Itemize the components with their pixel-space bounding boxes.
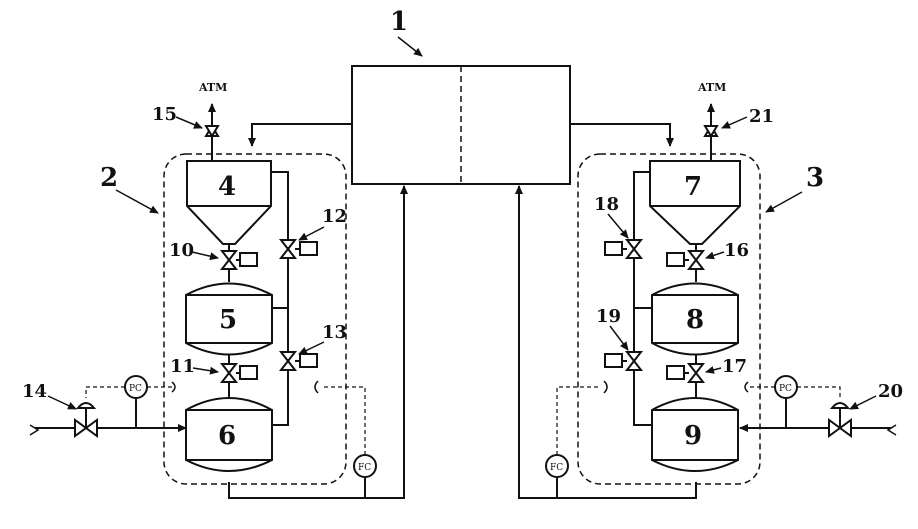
actuator-13 [300,354,317,367]
label-1: 1 [390,7,408,37]
atm-right: ATM [697,81,726,94]
label-8: 8 [686,305,704,335]
atm-left: ATM [198,81,227,94]
label-13: 13 [322,322,347,343]
label-4: 4 [218,172,236,202]
label-14: 14 [22,381,47,402]
feed-line-left [252,124,352,146]
actuator-12 [300,242,317,255]
valve-17 [689,364,703,382]
bypass-line-right [634,172,652,425]
svg-text:FC: FC [550,463,563,473]
feed-line-right [570,124,670,146]
valve-18 [627,240,641,258]
valve-13 [281,352,295,370]
leader-3 [766,192,802,212]
svg-text:PC: PC [779,384,792,394]
actuator-16 [667,253,684,266]
actuator-18 [605,242,622,255]
actuator-14 [78,403,94,408]
label-15: 15 [152,104,177,125]
label-3: 3 [806,163,824,193]
label-12: 12 [322,206,347,227]
svg-text:FC: FC [358,463,371,473]
label-20: 20 [878,381,903,402]
central-unit [352,66,570,184]
actuator-19 [605,354,622,367]
leader-2 [116,190,158,213]
label-6: 6 [218,421,236,451]
label-9: 9 [684,421,702,451]
bypass-line-left [271,172,288,425]
leader-1 [398,37,422,56]
valve-12 [281,240,295,258]
label-2: 2 [100,163,118,193]
label-10: 10 [169,240,194,261]
actuator-20 [832,403,848,408]
valve-16 [689,251,703,269]
valve-10 [222,251,236,269]
actuator-17 [667,366,684,379]
label-19: 19 [596,306,621,327]
label-17: 17 [722,356,747,377]
valve-11 [222,364,236,382]
label-11: 11 [170,356,195,377]
actuator-10 [240,253,257,266]
svg-text:PC: PC [129,384,142,394]
label-18: 18 [594,194,619,215]
valve-19 [627,352,641,370]
label-21: 21 [749,106,774,127]
label-5: 5 [219,305,237,335]
label-7: 7 [684,172,702,202]
actuator-11 [240,366,257,379]
label-16: 16 [724,240,749,261]
